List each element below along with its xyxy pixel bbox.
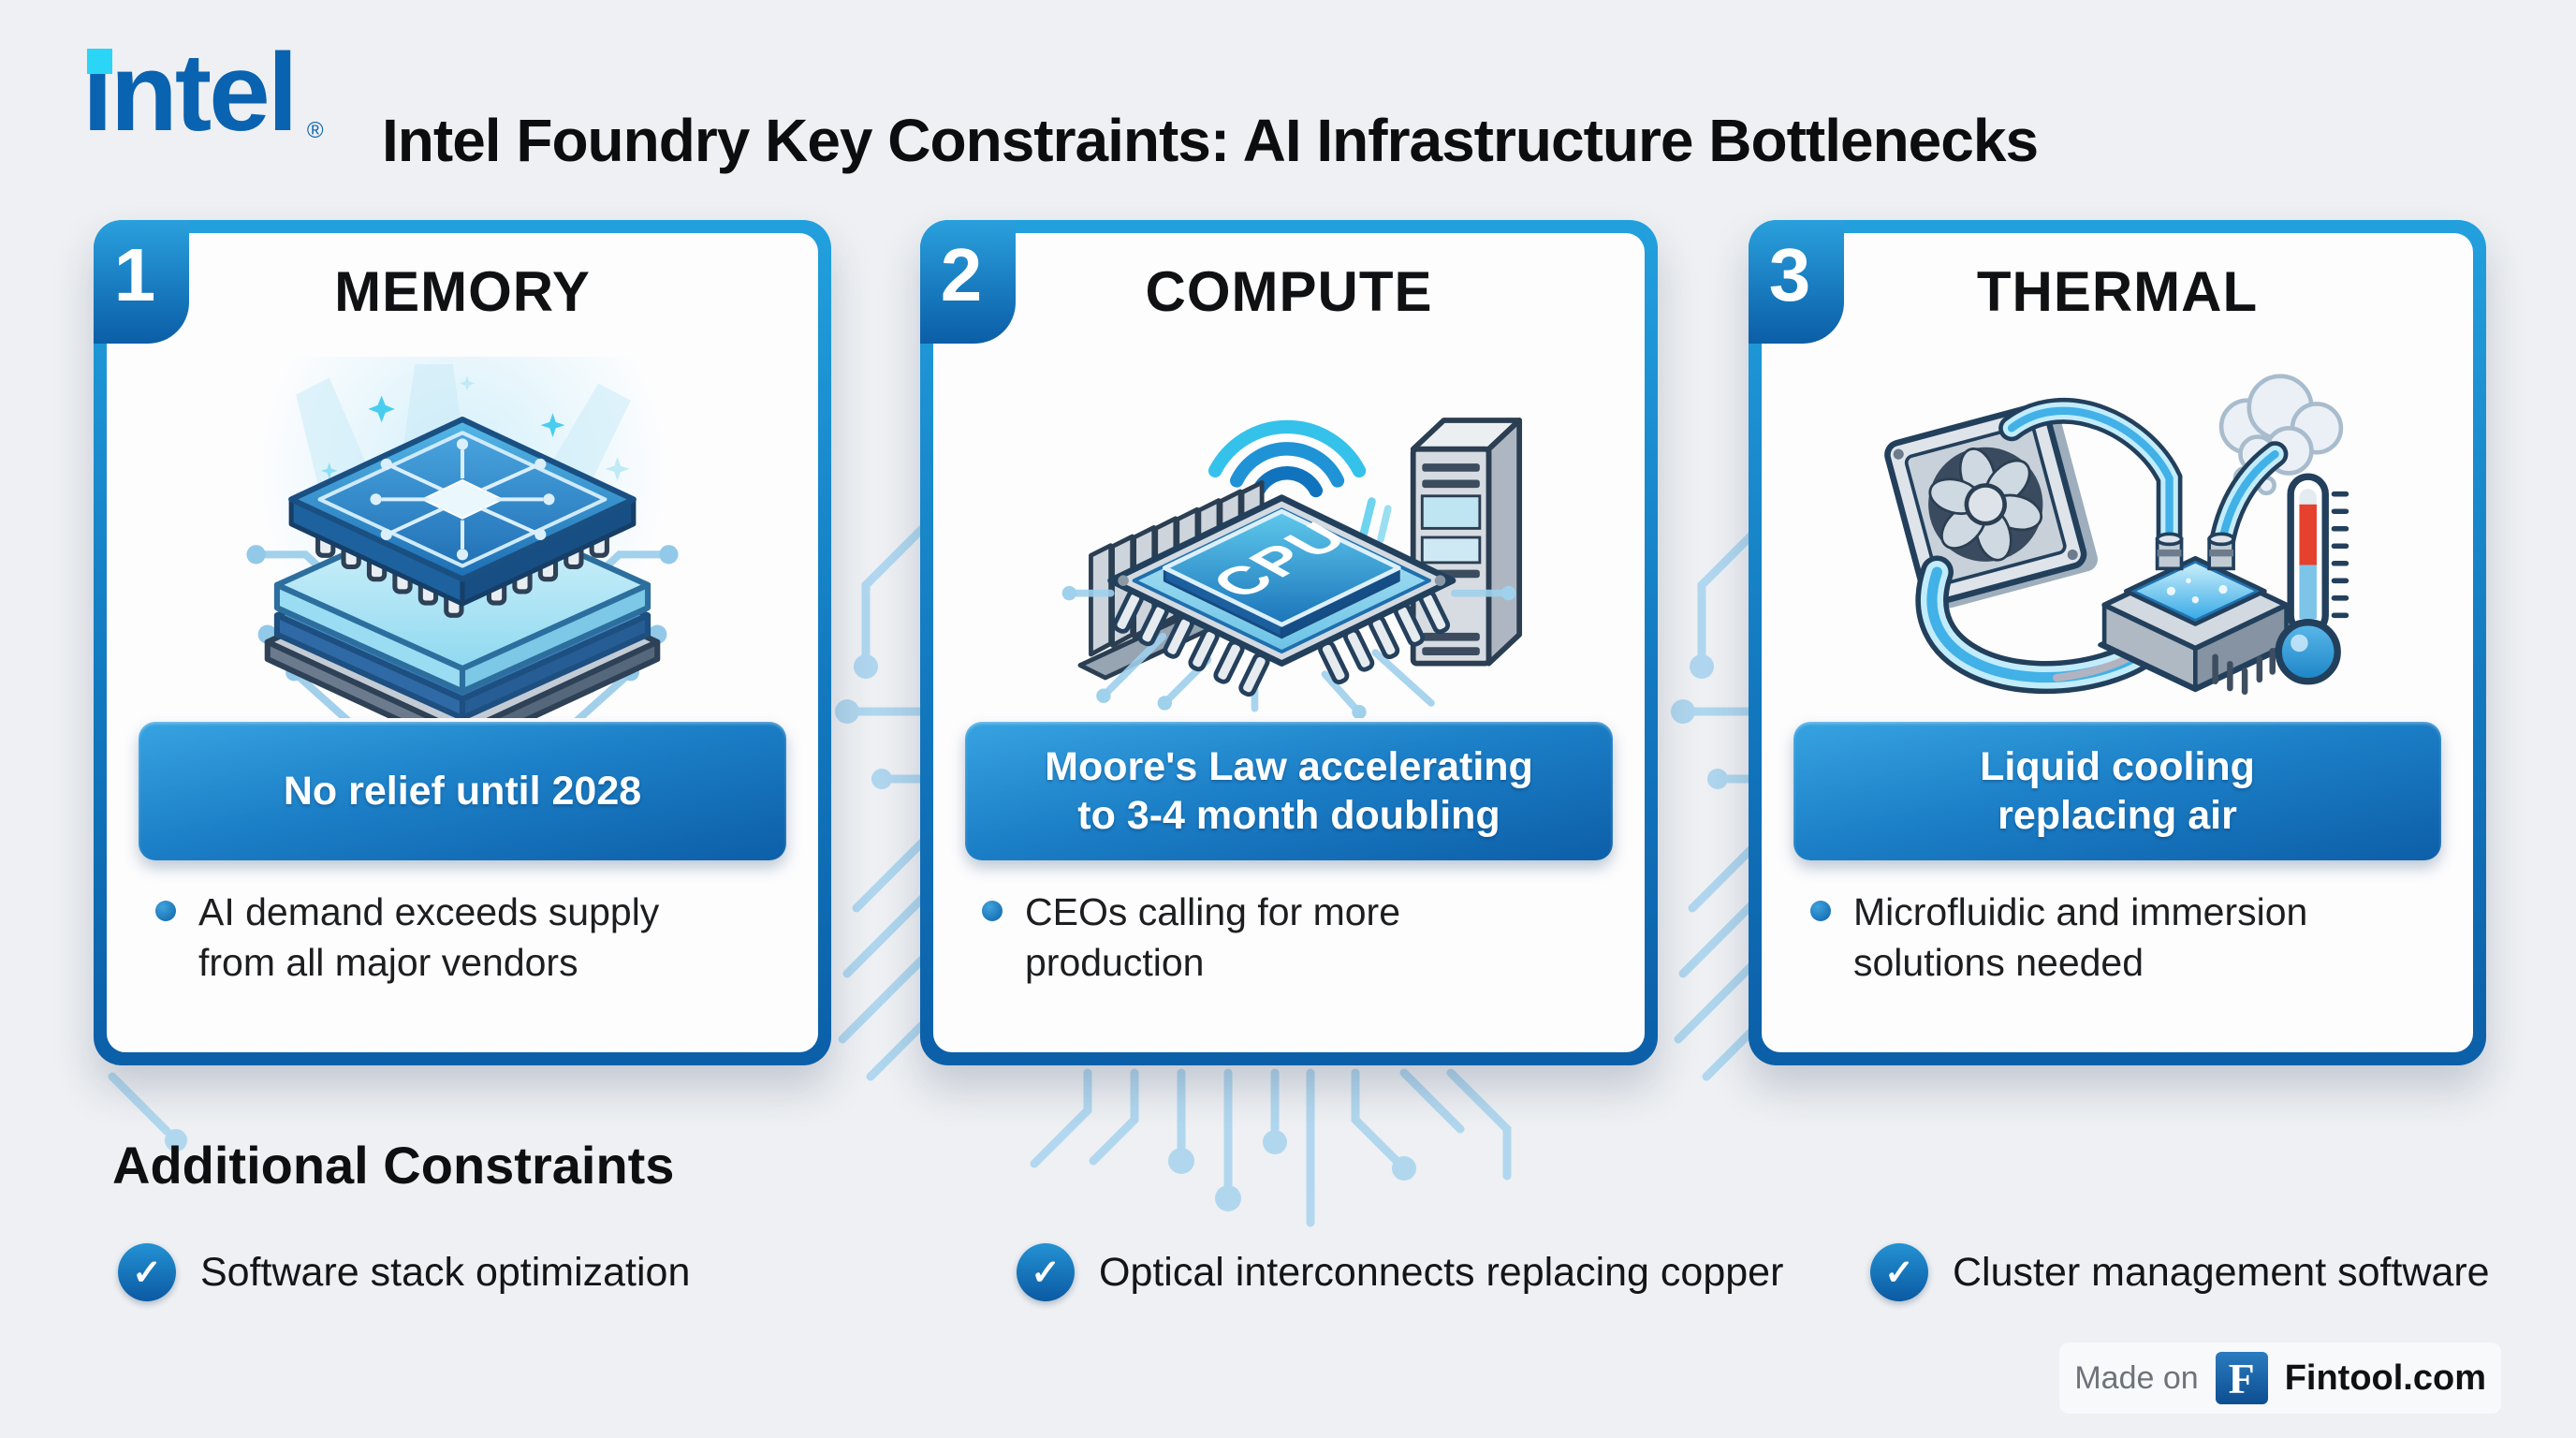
- check-icon: ✓: [118, 1243, 176, 1301]
- page-title: Intel Foundry Key Constraints: AI Infras…: [382, 106, 2039, 174]
- intel-logo: intel ®: [82, 31, 324, 154]
- memory-chip-stack-icon: [246, 364, 679, 718]
- card-thermal-banner-label: Liquid cooling replacing air: [1980, 743, 2255, 838]
- registered-trademark-symbol: ®: [306, 118, 324, 143]
- check-icon: ✓: [1017, 1243, 1075, 1301]
- check-icon: ✓: [1870, 1243, 1928, 1301]
- card-memory-bullet: AI demand exceeds supply from all major …: [155, 887, 798, 988]
- memory-illustration-wrap: [228, 357, 696, 718]
- thermal-illustration-wrap: [1883, 357, 2351, 718]
- constraint-item-cluster: ✓ Cluster management software: [1870, 1243, 2490, 1301]
- card-compute-bullet-label: CEOs calling for more production: [1025, 890, 1401, 985]
- intel-logo-dot-icon: [87, 49, 112, 74]
- fintool-logo-icon: F: [2215, 1352, 2268, 1404]
- constraint-label: Software stack optimization: [200, 1249, 691, 1295]
- constraint-label: Optical interconnects replacing copper: [1099, 1249, 1784, 1295]
- fintool-brand-label: Fintool.com: [2284, 1357, 2486, 1398]
- constraint-label: Cluster management software: [1953, 1249, 2490, 1295]
- card-compute-number-badge: 2: [920, 220, 1016, 344]
- card-thermal-banner: Liquid cooling replacing air: [1793, 722, 2441, 860]
- card-thermal-bullet: Microfluidic and immersion solutions nee…: [1810, 887, 2452, 988]
- card-thermal-title: THERMAL: [1976, 260, 2259, 323]
- card-compute-title: COMPUTE: [1145, 260, 1433, 323]
- card-memory-bullet-label: AI demand exceeds supply from all major …: [198, 890, 660, 985]
- card-compute-banner: Moore's Law accelerating to 3-4 month do…: [965, 722, 1613, 860]
- card-memory-title: MEMORY: [334, 260, 591, 323]
- intel-logo-text: intel: [82, 31, 299, 154]
- made-on-label: Made on: [2074, 1359, 2199, 1396]
- bullet-dot-icon: [155, 901, 176, 921]
- constraint-item-optical: ✓ Optical interconnects replacing copper: [1017, 1243, 1783, 1301]
- card-memory-banner: No relief until 2028: [139, 722, 786, 860]
- card-memory-banner-label: No relief until 2028: [283, 768, 642, 814]
- card-memory-number-badge: 1: [94, 220, 189, 344]
- card-compute-banner-label: Moore's Law accelerating to 3-4 month do…: [1045, 743, 1533, 838]
- card-thermal-bullet-label: Microfluidic and immersion solutions nee…: [1853, 890, 2308, 985]
- card-memory: 1 MEMORY: [94, 220, 831, 1065]
- liquid-cooling-icon: [1884, 374, 2349, 696]
- card-thermal: 3 THERMAL: [1749, 220, 2486, 1065]
- bullet-dot-icon: [982, 901, 1003, 921]
- constraint-item-software: ✓ Software stack optimization: [118, 1243, 690, 1301]
- compute-illustration-wrap: CPU: [1055, 357, 1523, 718]
- card-compute: 2 COMPUTE: [920, 220, 1658, 1065]
- cpu-chip-icon: CPU: [1061, 418, 1523, 718]
- card-compute-bullet: CEOs calling for more production: [982, 887, 1624, 988]
- additional-constraints-heading: Additional Constraints: [112, 1136, 675, 1195]
- card-thermal-number-badge: 3: [1749, 220, 1844, 344]
- bullet-dot-icon: [1810, 901, 1831, 921]
- footer-attribution: Made on F Fintool.com: [2059, 1343, 2501, 1414]
